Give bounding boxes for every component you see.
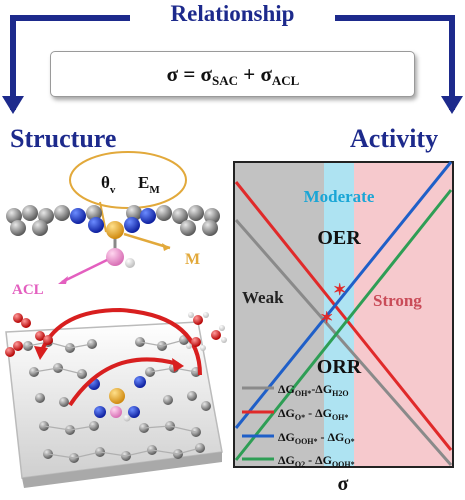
bubble-theta-sub: v — [110, 184, 116, 196]
orr-optimum-marker: ✶ — [320, 310, 333, 327]
bubble-e-sub: M — [149, 184, 160, 196]
strong-label: Strong — [373, 291, 422, 310]
plot-frame — [233, 161, 454, 468]
structure-illustration: θv EM M ACL — [5, 151, 227, 488]
label-m: M — [185, 251, 200, 268]
formula: σ = σSAC + σACL — [50, 62, 416, 93]
water-molecules — [186, 312, 227, 351]
sheet-active-site — [88, 376, 146, 422]
activity-plot: ✶ ✶ Moderate OER Weak Strong ORR ΔGOH*-Δ… — [233, 161, 454, 495]
weak-region — [234, 162, 324, 467]
property-bubble — [69, 151, 187, 209]
formula-sub-sac: SAC — [211, 73, 238, 88]
graphene-side-view — [6, 205, 220, 236]
line-o-oh — [234, 181, 453, 451]
legend-oh-h2o: ΔGOH*-ΔGH2O — [278, 382, 349, 398]
metal-atom — [106, 221, 124, 239]
legend-ooh-o: ΔGOOH* - ΔGO* — [278, 430, 355, 446]
formula-box — [50, 51, 415, 97]
page-title: Relationship — [170, 1, 295, 26]
oer-optimum-marker: ✶ — [333, 282, 346, 299]
formula-plus: + — [238, 62, 261, 86]
line-oh-h2o — [234, 219, 453, 466]
legend: ΔGOH*-ΔGH2O ΔGO* - ΔGOH* ΔGOOH* - ΔGO* Δ… — [242, 382, 355, 469]
svg-text:θv: θv — [101, 173, 116, 196]
label-acl: ACL — [12, 282, 44, 298]
activity-heading: Activity — [350, 124, 439, 153]
x-axis-label: σ — [338, 473, 349, 495]
acl-atom — [106, 248, 124, 266]
relationship-bracket — [2, 5, 463, 114]
legend-o2-ooh: ΔGO2 - ΔGOOH* — [278, 453, 355, 469]
oxygen-molecules — [5, 313, 53, 357]
strong-region — [354, 162, 453, 467]
bubble-tail — [99, 201, 107, 233]
line-ooh-o — [234, 161, 453, 429]
orr-label: ORR — [317, 356, 362, 378]
formula-sub-acl: ACL — [271, 73, 300, 88]
reaction-arrow-oer — [68, 357, 179, 407]
formula-term-acl: σ — [260, 62, 272, 86]
moderate-label: Moderate — [304, 187, 375, 206]
svg-text:EM: EM — [138, 173, 160, 196]
line-o2-ooh — [234, 189, 453, 461]
left-arrow-head — [2, 96, 24, 114]
formula-lhs: σ — [166, 62, 179, 86]
structure-heading: Structure — [10, 124, 117, 153]
legend-o-oh: ΔGO* - ΔGOH* — [278, 406, 348, 422]
formula-term-sac: σ — [200, 62, 212, 86]
right-arrow-head — [441, 96, 463, 114]
bubble-theta: θ — [101, 173, 110, 192]
oer-label: OER — [317, 227, 361, 249]
formula-eq: = — [178, 62, 201, 86]
hydrogen-atom — [125, 258, 135, 268]
bubble-e: E — [138, 173, 149, 192]
weak-label: Weak — [242, 288, 284, 307]
